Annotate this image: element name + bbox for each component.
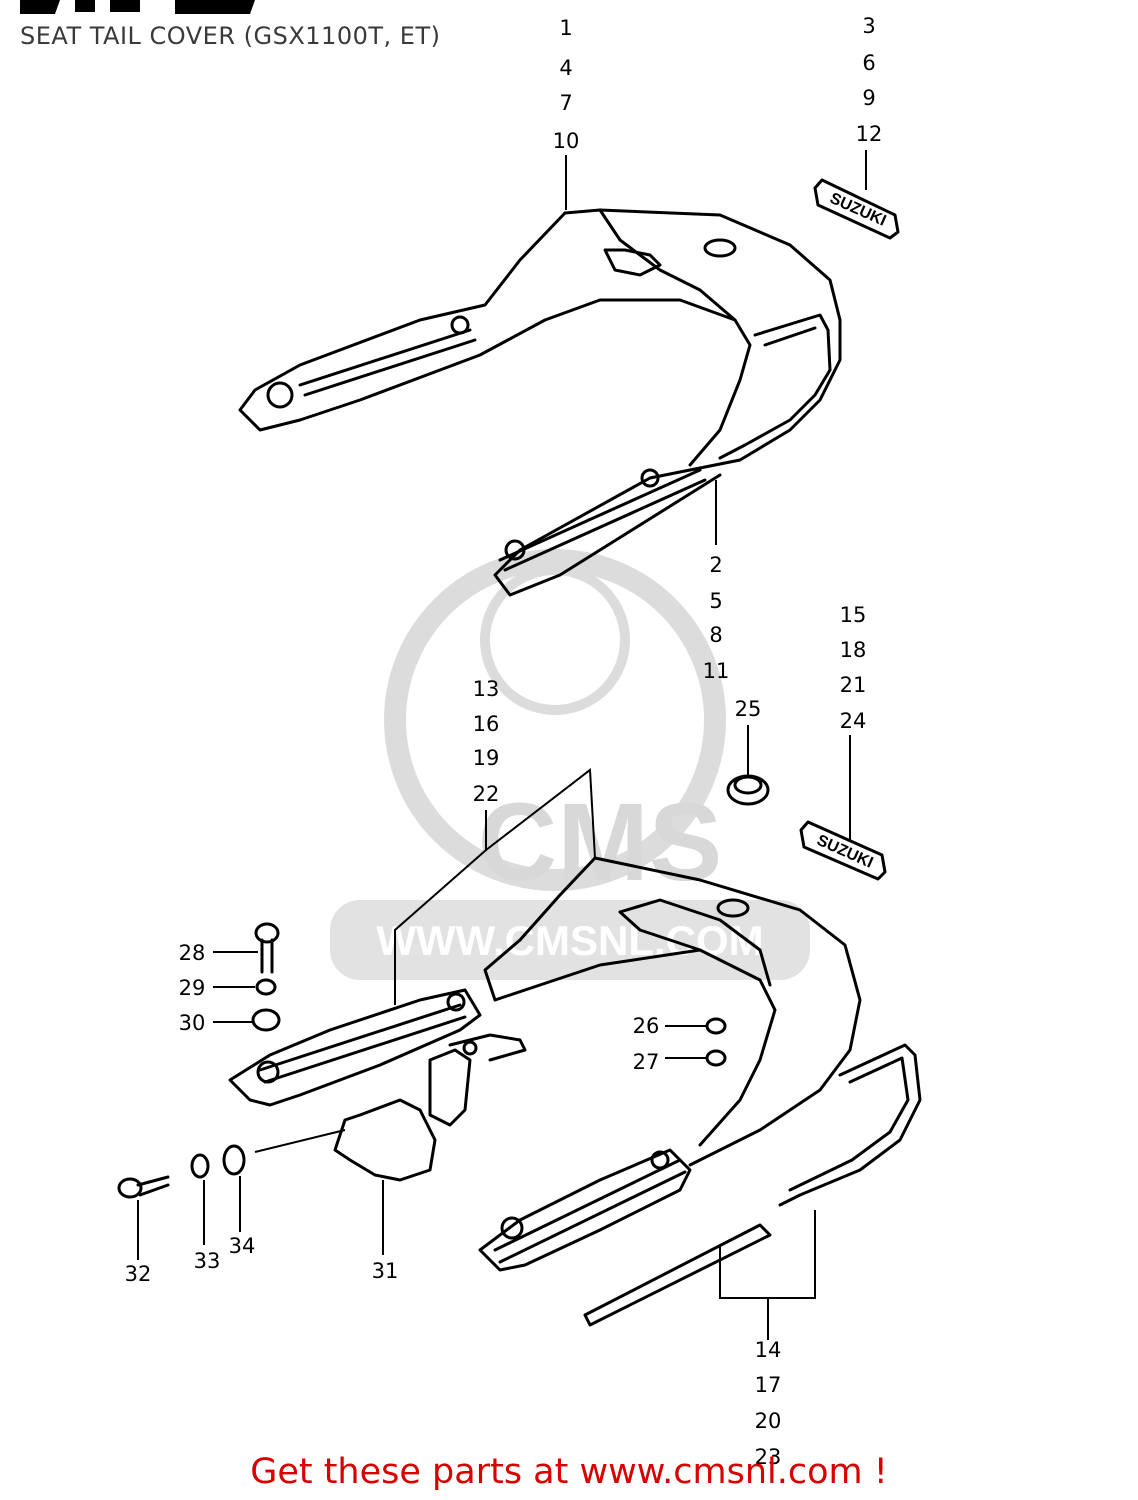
upper-tail-cover (238, 208, 842, 597)
callout-6: 6 (862, 51, 875, 75)
callout-9: 9 (862, 86, 875, 110)
callout-15-18-21-24: 15 18 21 24 (840, 603, 867, 733)
callout-29: 29 (179, 976, 206, 1000)
header-fragment (20, 0, 255, 14)
callout-16: 16 (473, 712, 500, 736)
washer-30 (251, 1008, 281, 1032)
callout-4: 4 (559, 56, 572, 80)
callout-28: 28 (179, 941, 206, 965)
callout-15: 15 (840, 603, 867, 627)
callout-2: 2 (709, 553, 722, 577)
callout-26: 26 (633, 1014, 660, 1038)
callout-34: 34 (229, 1234, 256, 1258)
callout-14-17-20-23: 14 17 20 23 (755, 1338, 782, 1469)
washer-34 (222, 1144, 246, 1176)
callout-3-6-9-12: 3 6 9 12 (856, 14, 883, 146)
callout-17: 17 (755, 1373, 782, 1397)
callout-7: 7 (559, 91, 572, 115)
callout-1-4-7-10: 1 4 7 10 (553, 16, 580, 153)
callout-12: 12 (856, 122, 883, 146)
callout-30: 30 (179, 1011, 206, 1035)
footer-link-text[interactable]: Get these parts at www.cmsnl.com ! (250, 1452, 888, 1492)
callout-23: 23 (755, 1445, 782, 1469)
callout-32: 32 (125, 1262, 152, 1286)
callout-21: 21 (840, 673, 867, 697)
grommet-25 (726, 774, 770, 806)
watermark-url-text: WWW.CMSNL.COM (376, 917, 763, 964)
emblem-upper: SUZUKI (813, 178, 900, 240)
callout-13: 13 (473, 677, 500, 701)
callout-1: 1 (559, 16, 572, 40)
callout-8: 8 (709, 623, 722, 647)
trim-strip (583, 1043, 922, 1327)
callout-33: 33 (194, 1249, 221, 1273)
callout-19: 19 (473, 746, 500, 770)
callout-13-16-19-22: 13 16 19 22 (473, 677, 500, 806)
cmsnl-watermark: CMS WWW.CMSNL.COM (330, 549, 810, 980)
nut-29 (255, 978, 277, 996)
washer-27 (705, 1049, 727, 1067)
nut-33 (190, 1153, 210, 1179)
bolt-28 (254, 922, 280, 974)
diagram-title: SEAT TAIL COVER (GSX1100T, ET) (20, 22, 441, 50)
nut-26 (705, 1017, 727, 1035)
lower-tail-cover (228, 856, 862, 1272)
screw-32 (117, 1175, 170, 1199)
callout-2-5-8-11: 2 5 8 11 (703, 553, 730, 683)
callout-14: 14 (755, 1338, 782, 1362)
callout-11: 11 (703, 659, 730, 683)
emblem-lower: SUZUKI (799, 820, 887, 881)
callout-5: 5 (709, 589, 722, 613)
callout-10: 10 (553, 129, 580, 153)
callout-27: 27 (633, 1050, 660, 1074)
callout-25: 25 (735, 697, 762, 721)
seat-lock-bracket (333, 1033, 527, 1182)
callout-31: 31 (372, 1259, 399, 1283)
callout-24: 24 (840, 709, 867, 733)
callout-22: 22 (473, 782, 500, 806)
callout-20: 20 (755, 1409, 782, 1433)
leader-lines (137, 150, 867, 1340)
callout-18: 18 (840, 638, 867, 662)
watermark-logo-text: CMS (478, 781, 722, 904)
callout-3: 3 (862, 14, 875, 38)
